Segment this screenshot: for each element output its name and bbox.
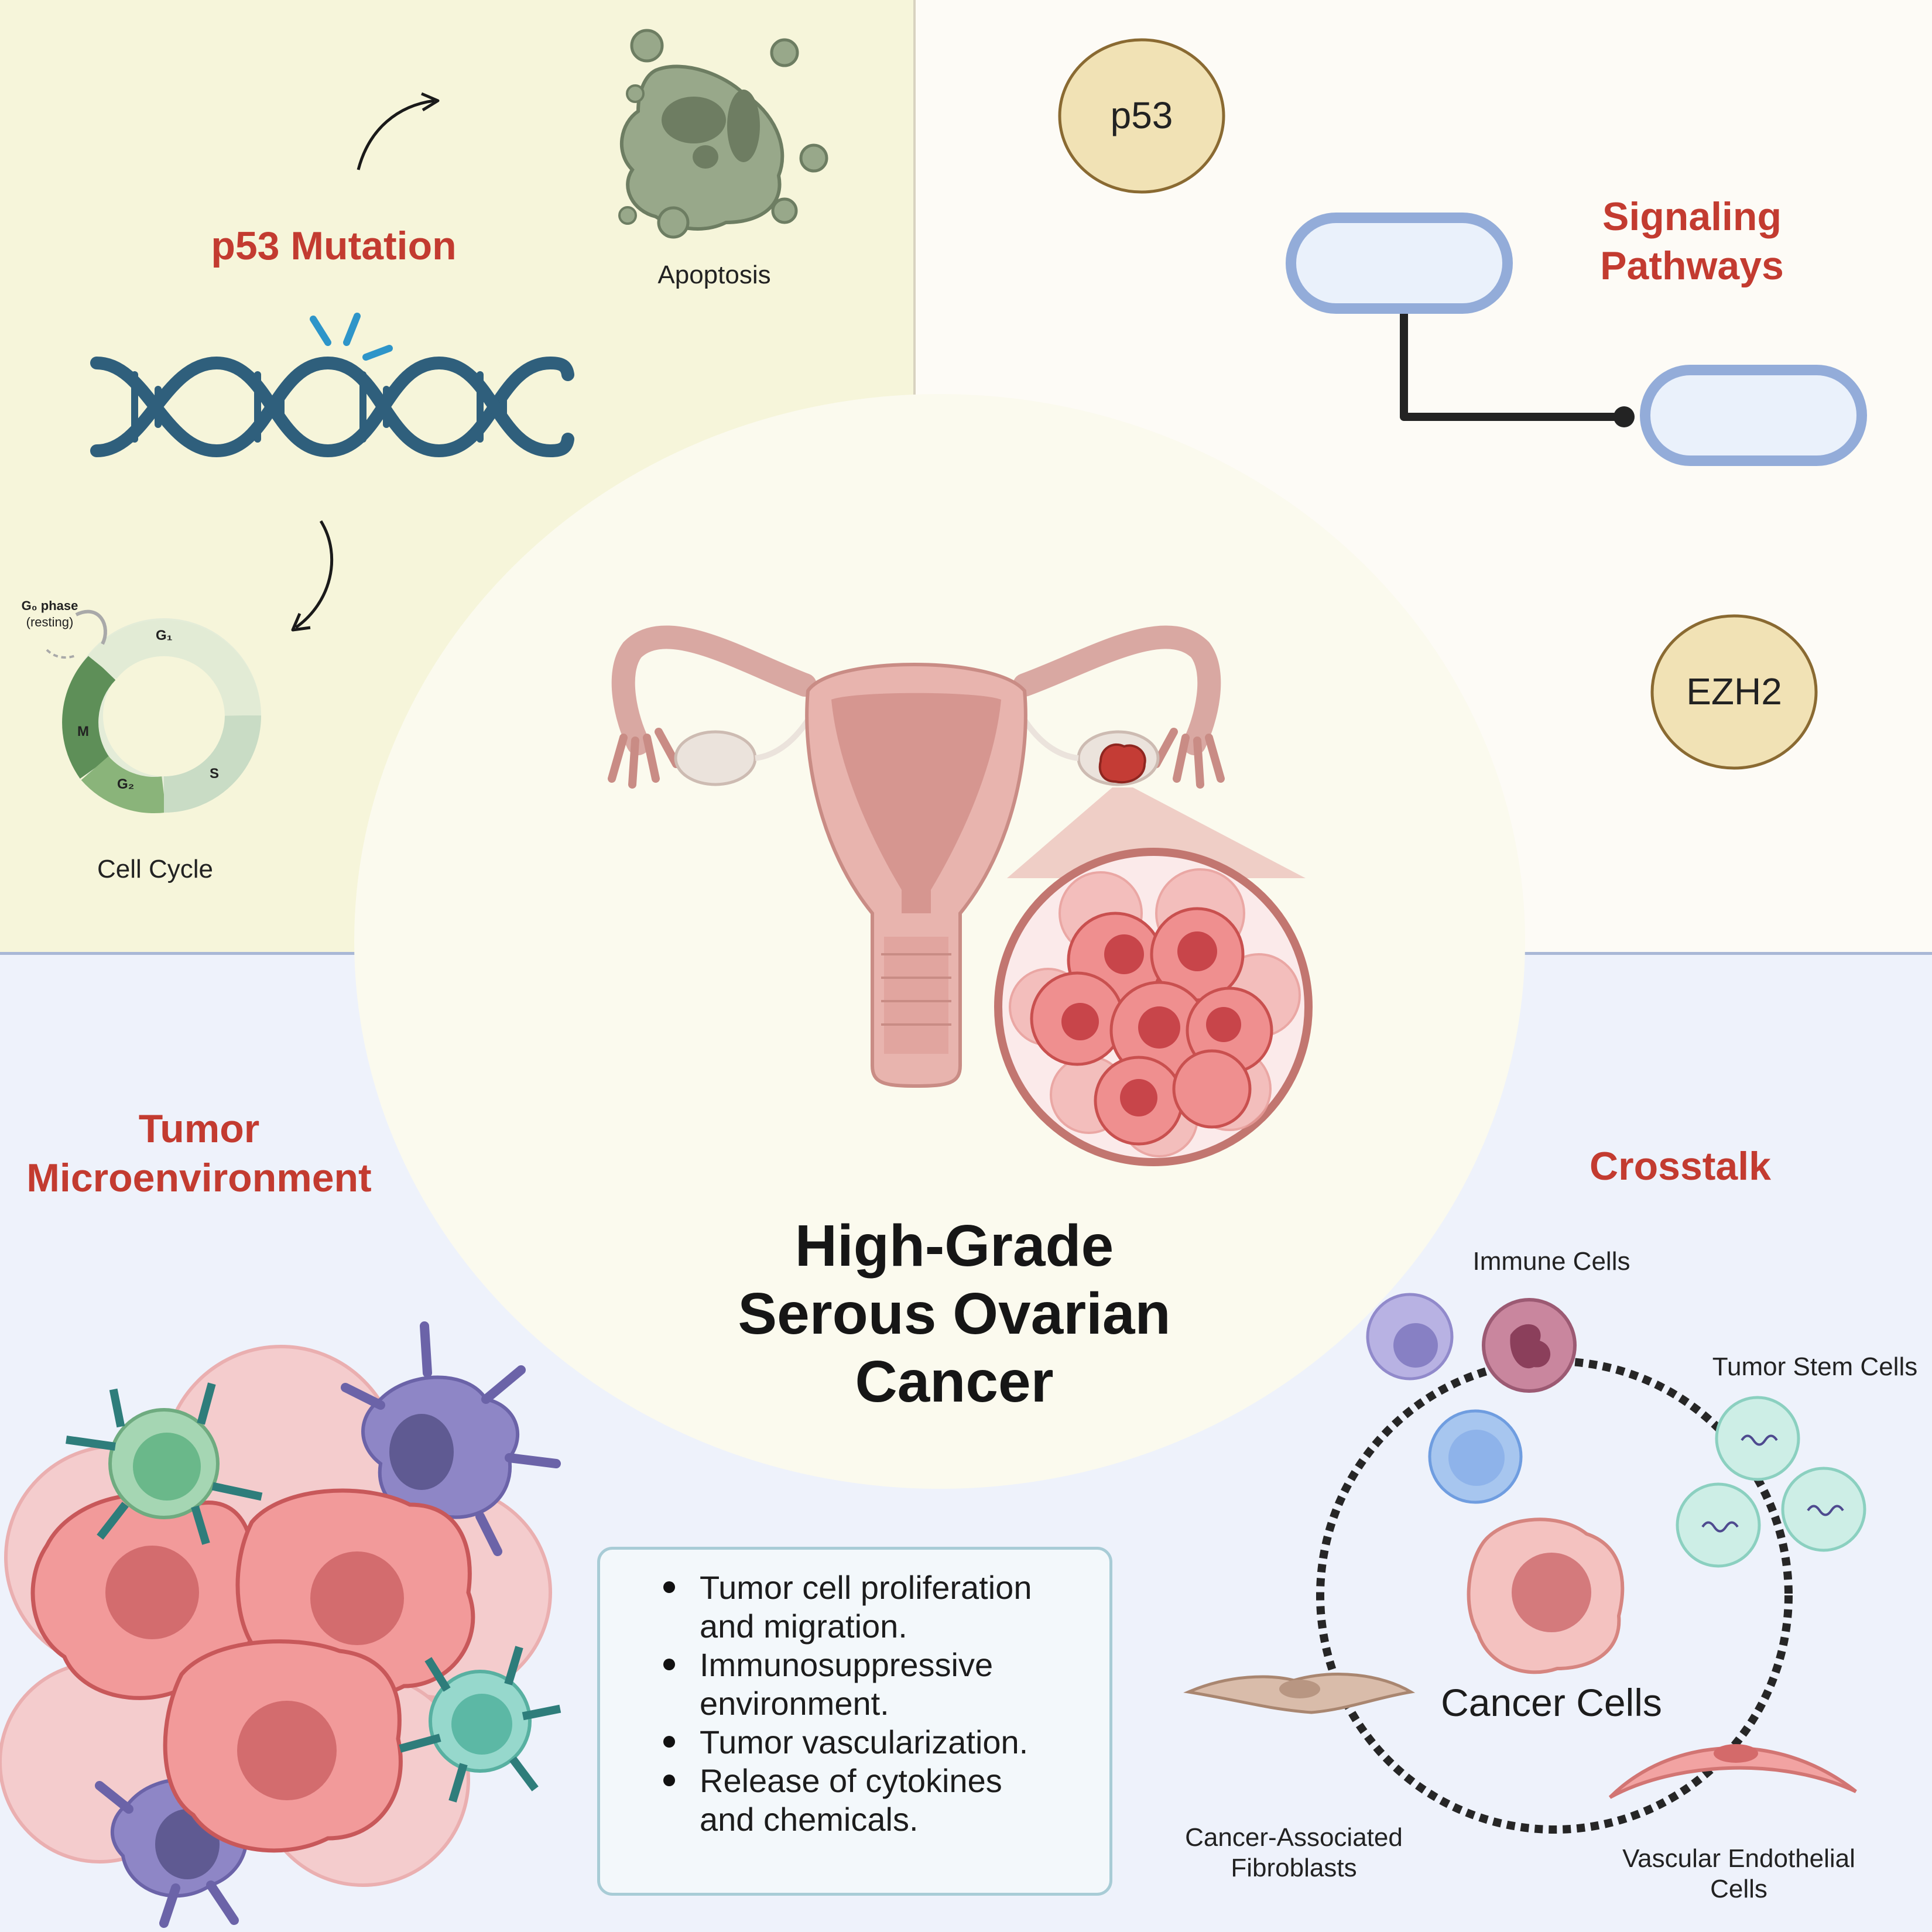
main-title-line1: High-Grade	[794, 1213, 1114, 1279]
label-cell-cycle: Cell Cycle	[97, 855, 214, 883]
label-apoptosis: Apoptosis	[657, 261, 771, 289]
main-title-line2: Serous Ovarian	[738, 1281, 1171, 1347]
crosstalk-illustration	[1183, 1293, 1866, 1834]
section-title-signaling-line1: Signaling	[1602, 194, 1782, 239]
uterus-illustration	[608, 625, 1306, 1088]
main-title-line3: Cancer	[855, 1349, 1054, 1414]
label-caf-line2: Fibroblasts	[1231, 1854, 1357, 1882]
apoptosis-cell-icon	[618, 29, 828, 239]
outcome-text: and chemicals.	[700, 1801, 919, 1838]
label-vec-line1: Vascular Endothelial	[1622, 1844, 1855, 1873]
signaling-connector	[1400, 313, 1635, 427]
label-g1: G₁	[156, 628, 173, 643]
t-cell-icon	[66, 1382, 561, 1803]
pathway-pill-top	[1286, 213, 1513, 314]
label-vec-line2: Cells	[1710, 1875, 1767, 1903]
outcome-text: Tumor vascularization.	[700, 1724, 1029, 1760]
ezh2-node	[1650, 614, 1818, 770]
outcome-text: Release of cytokines	[700, 1762, 1002, 1799]
label-caf-line1: Cancer-Associated	[1185, 1823, 1403, 1852]
label-g0-phase: G₀ phase	[21, 598, 78, 613]
arrow-to-cell-cycle	[291, 520, 334, 632]
outcome-text: and migration.	[700, 1608, 907, 1645]
label-cancer-cells: Cancer Cells	[1441, 1681, 1662, 1724]
node-label-ezh2: EZH2	[1686, 670, 1782, 712]
p53-node	[1058, 38, 1225, 194]
cell-cycle-icon	[46, 609, 261, 813]
label-g2: G₂	[117, 776, 135, 792]
section-title-p53-mutation: p53 Mutation	[211, 224, 457, 268]
pathway-pill-bottom	[1640, 365, 1867, 466]
label-s: S	[210, 766, 220, 782]
section-title-tme-line2: Microenvironment	[26, 1156, 372, 1200]
outcome-text: Immunosuppressive	[700, 1646, 994, 1683]
outcome-text: environment.	[700, 1685, 889, 1722]
tumor-zoom-circle	[994, 848, 1313, 1166]
label-m: M	[77, 724, 89, 739]
arrow-to-apoptosis	[357, 92, 440, 170]
label-immune-cells: Immune Cells	[1472, 1247, 1630, 1276]
dna-helix-icon	[90, 356, 574, 458]
outcome-item: Tumor vascularization.	[663, 1723, 1086, 1762]
outcome-text: Tumor cell proliferation	[700, 1569, 1032, 1606]
node-label-p53: p53	[1110, 94, 1173, 136]
label-g0-resting: (resting)	[26, 615, 74, 629]
section-title-crosstalk: Crosstalk	[1590, 1144, 1771, 1188]
mutation-spark-icon	[310, 313, 393, 361]
section-title-tme-line1: Tumor	[138, 1107, 260, 1151]
tme-illustration	[0, 1321, 561, 1928]
section-title-signaling-line2: Pathways	[1600, 244, 1784, 288]
label-tumor-stem-cells: Tumor Stem Cells	[1712, 1352, 1918, 1381]
